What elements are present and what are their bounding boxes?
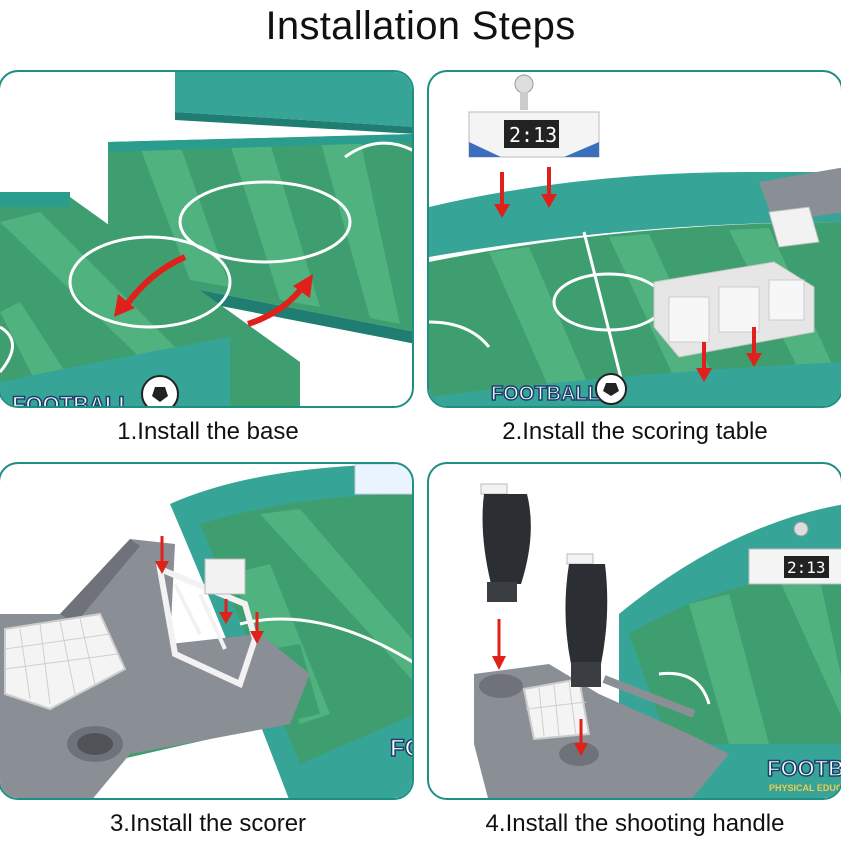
step-2-brand: FOOTBALL [491, 383, 600, 405]
step-1-brand: FOOTBALL [12, 392, 132, 408]
step-4-illustration: 2:13 FOOTBA PHYSICAL EDUC [427, 462, 841, 800]
step-3-caption: 3.Install the scorer [109, 810, 307, 837]
page-title: Installation Steps [265, 4, 576, 48]
step-2-score: 2:13 [509, 123, 557, 147]
step-4-brand: FOOTBA [767, 756, 841, 781]
step-3-illustration: FO [0, 462, 414, 800]
step-2-illustration: 2:13 FOOTBALL [427, 70, 841, 408]
step-4-score: 2:13 [787, 558, 826, 577]
step-2-caption: 2.Install the scoring table [502, 418, 768, 445]
step-1-caption: 1.Install the base [117, 418, 299, 445]
step-3-brand: FO [390, 735, 414, 762]
step-1-illustration: FOOTBALL [0, 70, 414, 408]
step-4-sub-brand: PHYSICAL EDUC [769, 783, 841, 793]
step-4-caption: 4.Install the shooting handle [485, 810, 785, 837]
